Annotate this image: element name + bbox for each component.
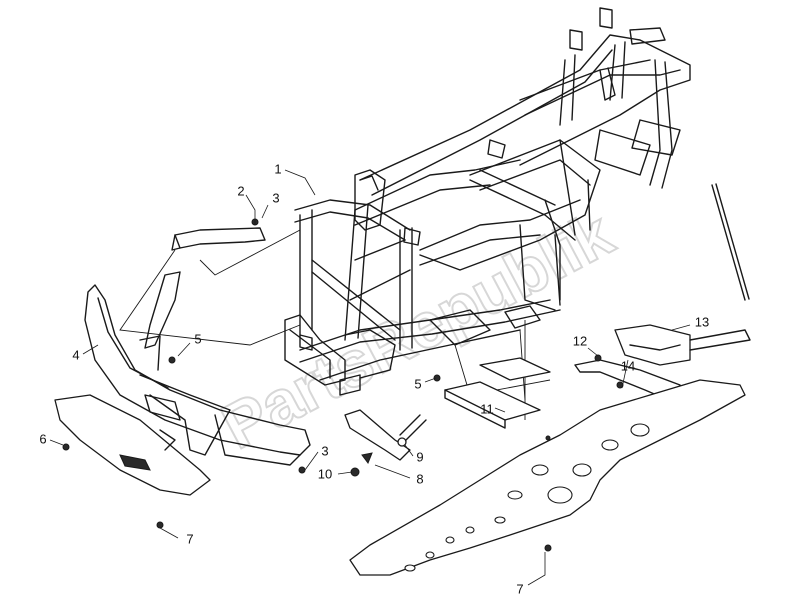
part-4-front-bumper xyxy=(84,271,311,466)
callout-1: 1 xyxy=(274,161,316,196)
callout-13: 13 xyxy=(671,314,709,331)
svg-text:3: 3 xyxy=(321,443,328,458)
svg-text:7: 7 xyxy=(186,531,193,546)
callout-2: 2 xyxy=(237,183,256,225)
part-13-rear-bracket xyxy=(614,324,751,366)
callout-10: 10 xyxy=(318,466,353,481)
svg-text:13: 13 xyxy=(695,314,709,329)
part-2-bracket xyxy=(171,227,266,251)
callout-5-right: 5 xyxy=(414,376,437,391)
callout-8: 8 xyxy=(374,464,424,486)
part-9-bolt xyxy=(397,414,427,447)
svg-text:9: 9 xyxy=(416,449,423,464)
callout-11: 11 xyxy=(480,401,506,416)
svg-text:6: 6 xyxy=(39,431,46,446)
svg-text:5: 5 xyxy=(414,376,421,391)
callout-3-lower: 3 xyxy=(304,443,329,471)
part-8-bracket xyxy=(344,409,411,461)
callout-9: 9 xyxy=(404,444,424,464)
callout-12: 12 xyxy=(573,333,599,357)
main-skid-plate xyxy=(349,379,746,576)
part-10-nut xyxy=(350,452,373,477)
part-11-footpads xyxy=(444,357,551,429)
svg-text:5: 5 xyxy=(194,331,201,346)
svg-text:11: 11 xyxy=(480,401,494,416)
callout-7-left: 7 xyxy=(159,527,194,546)
svg-text:8: 8 xyxy=(416,471,423,486)
support-rod xyxy=(711,183,750,301)
callout-5-left: 5 xyxy=(177,331,202,357)
callout-3-upper: 3 xyxy=(261,190,280,219)
svg-text:4: 4 xyxy=(72,347,79,362)
callout-14: 14 xyxy=(621,358,635,389)
svg-text:10: 10 xyxy=(318,466,332,481)
callout-6: 6 xyxy=(39,431,64,446)
callout-7-right: 7 xyxy=(516,552,546,596)
svg-text:1: 1 xyxy=(274,161,281,176)
svg-text:14: 14 xyxy=(621,358,635,373)
svg-text:2: 2 xyxy=(237,183,244,198)
svg-text:12: 12 xyxy=(573,333,587,348)
svg-text:7: 7 xyxy=(516,581,523,596)
callout-4: 4 xyxy=(72,344,99,362)
svg-text:3: 3 xyxy=(272,190,279,205)
main-frame xyxy=(284,7,691,396)
part-6-front-skid xyxy=(54,394,211,496)
